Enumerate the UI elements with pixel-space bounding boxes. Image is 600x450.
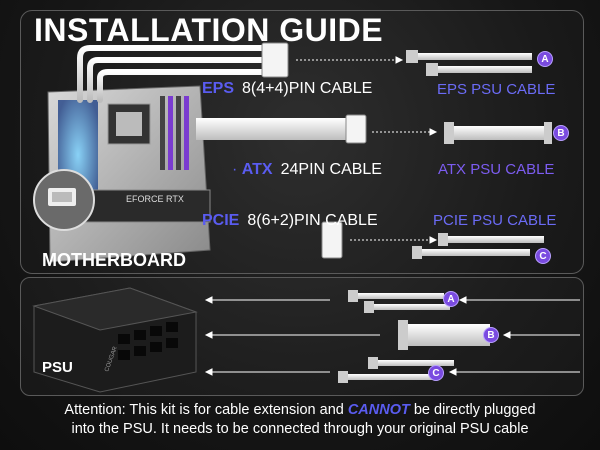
attention-text-before: Attention: This kit is for cable extensi… [64,402,344,418]
pcie-connector [321,221,343,259]
badge-a-psu: A [443,291,459,307]
pcie-cable-bundle [197,225,325,255]
top-arrows [296,56,438,244]
connector-closeup [33,169,95,231]
psu-unit-illustration: COUGAR [32,287,198,393]
motherboard-label: MOTHERBOARD [42,250,186,270]
atx-keyword: ATX [241,161,273,178]
attention-text-after: be directly plugged [413,402,536,418]
eps-cable-bundle [77,45,265,103]
pcie-keyword: PCIE [202,212,240,229]
psu-label: PSU [42,359,73,376]
gpu-text: EFORCE RTX [126,194,184,204]
pcie-spec: 8(6+2)PIN CABLE [247,212,378,229]
badge-c-top: C [535,248,551,264]
pcie-cable-label: PCIE 8(6+2)PIN CABLE [202,212,378,230]
psu-arrows [204,296,580,376]
atx-psu-cable-illustration [444,122,552,144]
badge-b-psu: B [483,327,499,343]
pcie-psu-cable-illustration [412,233,544,259]
psu-panel-cables [338,290,490,383]
eps-connector [261,42,289,78]
attention-line-1: Attention: This kit is for cable extensi… [0,401,600,420]
motherboard-panel [20,10,584,274]
eps-psu-cable-illustration [406,50,532,76]
badge-a-top: A [537,51,553,67]
badge-c-psu: C [428,365,444,381]
eps-cable-label: EPS 8(4+4)PIN CABLE [202,80,372,98]
attention-note: Attention: This kit is for cable extensi… [0,401,600,439]
eps-spec: 8(4+4)PIN CABLE [242,80,373,97]
eps-keyword: EPS [202,80,235,97]
eps-psu-cable-label: EPS PSU CABLE [437,81,556,98]
psu-panel [20,277,584,396]
badge-b-top: B [553,125,569,141]
atx-psu-cable-label: ATX PSU CABLE [438,161,555,178]
atx-spec: 24PIN CABLE [280,161,382,178]
attention-line-2: into the PSU. It needs to be connected t… [71,421,529,437]
ram-sticks [160,96,189,170]
page-title: INSTALLATION GUIDE [34,12,384,48]
atx-cable-bundle [196,114,367,144]
attention-emphasis: CANNOT [347,402,410,418]
pcie-psu-cable-label: PCIE PSU CABLE [433,212,557,229]
